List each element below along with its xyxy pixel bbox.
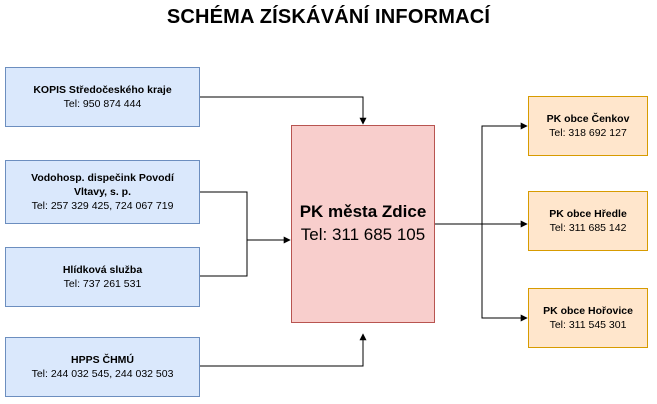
center-box-zdice: PK města Zdice Tel: 311 685 105 [291, 125, 435, 323]
source-name: Hlídková služba [62, 263, 143, 276]
arrow-to-horovice [481, 224, 528, 322]
line-hlidkova-merge [200, 240, 248, 277]
arrow-kopis-to-center [200, 96, 367, 125]
line-vodohosp-merge [200, 191, 248, 240]
source-name: Vodohosp. dispečink Povodí [31, 171, 174, 184]
arrow-hpps-to-center [200, 333, 367, 367]
source-box-hpps: HPPS ČHMÚ Tel: 244 032 545, 244 032 503 [5, 337, 200, 397]
source-box-kopis: KOPIS Středočeského kraje Tel: 950 874 4… [5, 67, 200, 127]
source-tel: Tel: 244 032 545, 244 032 503 [31, 368, 174, 380]
arrow-to-cenkov [481, 122, 528, 224]
source-name: KOPIS Středočeského kraje [33, 83, 172, 96]
source-box-vodohosp: Vodohosp. dispečink Povodí Vltavy, s. p.… [5, 160, 200, 224]
target-name: PK obce Hředle [549, 207, 627, 220]
target-name: PK obce Hořovice [543, 304, 633, 317]
source-name: Vltavy, s. p. [74, 185, 131, 198]
target-tel: Tel: 311 685 142 [549, 222, 627, 234]
target-tel: Tel: 318 692 127 [549, 127, 627, 139]
target-name: PK obce Čenkov [546, 112, 630, 125]
center-tel: Tel: 311 685 105 [300, 225, 426, 244]
source-name: HPPS ČHMÚ [70, 353, 134, 366]
target-box-horovice: PK obce Hořovice Tel: 311 545 301 [528, 288, 648, 348]
source-tel: Tel: 737 261 531 [63, 278, 142, 290]
diagram-title: SCHÉMA ZÍSKÁVÁNÍ INFORMACÍ [166, 6, 491, 28]
center-name: PK města Zdice [299, 202, 427, 222]
source-tel: Tel: 950 874 444 [63, 98, 142, 110]
target-box-cenkov: PK obce Čenkov Tel: 318 692 127 [528, 96, 648, 156]
source-box-hlidkova: Hlídková služba Tel: 737 261 531 [5, 247, 200, 307]
target-tel: Tel: 311 545 301 [549, 319, 627, 331]
source-tel: Tel: 257 329 425, 724 067 719 [31, 200, 174, 213]
target-box-hredle: PK obce Hředle Tel: 311 685 142 [528, 191, 648, 251]
